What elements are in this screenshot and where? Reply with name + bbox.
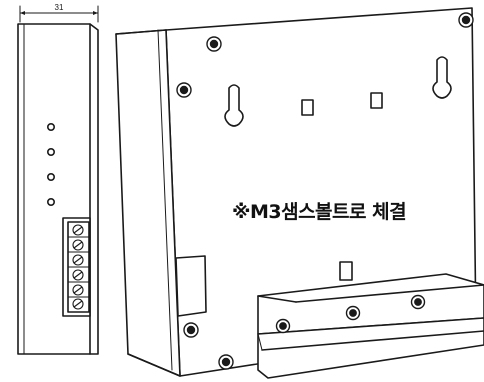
l-bracket <box>257 273 484 379</box>
dimension-line: 31 <box>19 3 99 23</box>
led-indicators <box>46 123 55 207</box>
terminal-block <box>62 217 91 317</box>
square-holes <box>301 92 383 116</box>
side-view: 31 <box>17 3 99 355</box>
perspective-view: ※M3샘스볼트로 체결 <box>115 7 484 379</box>
dimension-label: 31 <box>55 3 64 12</box>
assembly-note: ※M3샘스볼트로 체결 <box>232 201 406 223</box>
keyhole-slots <box>224 56 452 127</box>
